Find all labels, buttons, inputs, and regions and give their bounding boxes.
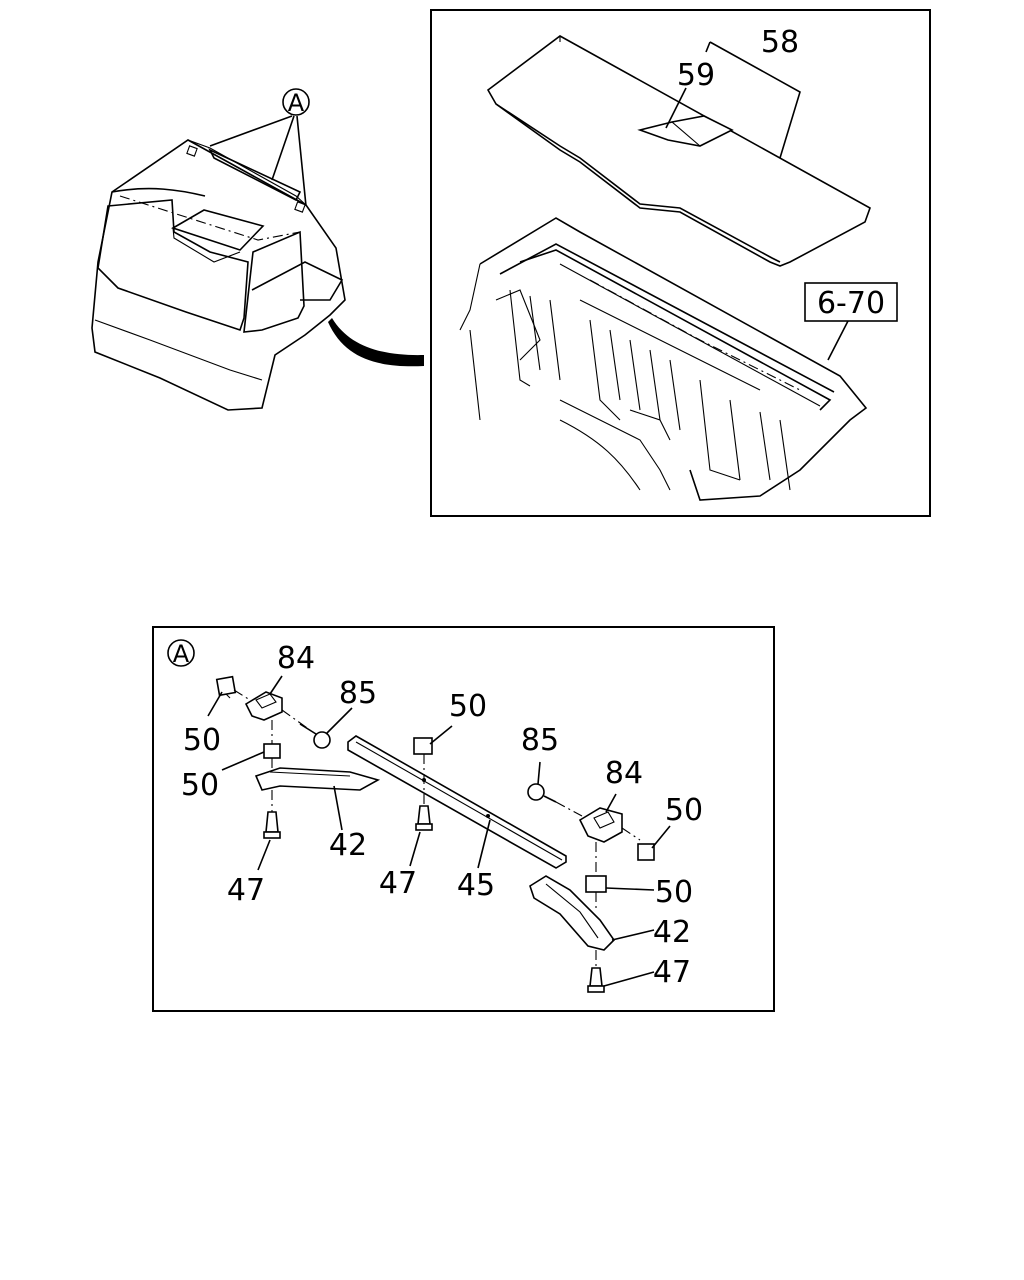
label-42-left: 42 xyxy=(329,828,367,863)
label-47-center: 47 xyxy=(379,866,417,901)
callout-a-label: A xyxy=(288,89,305,117)
screw-85-left xyxy=(299,723,331,749)
label-45: 45 xyxy=(457,868,495,903)
roof-frame-structure xyxy=(459,217,868,501)
label-84-right: 84 xyxy=(605,756,643,791)
label-50-right-side: 50 xyxy=(665,793,703,828)
label-50-mid-left: 50 xyxy=(181,768,219,803)
detail-a-marker: A xyxy=(173,640,190,668)
clip-50-right-lower xyxy=(585,875,607,893)
label-50-right-lower: 50 xyxy=(655,875,693,910)
support-42-left xyxy=(254,767,381,791)
label-58: 58 xyxy=(761,25,799,60)
detail-a-view: A xyxy=(152,626,775,1012)
label-85-left: 85 xyxy=(339,676,377,711)
label-85-right: 85 xyxy=(521,723,559,758)
label-50-center: 50 xyxy=(449,689,487,724)
clip-50-mid-left xyxy=(263,743,281,759)
roof-panel-view: 6-70 58 59 xyxy=(430,9,931,517)
screw-47-left xyxy=(265,811,279,833)
clip-50-top-left xyxy=(215,675,237,699)
label-47-right: 47 xyxy=(653,955,691,990)
label-50-top-left: 50 xyxy=(183,723,221,758)
detail-a-frame xyxy=(152,626,775,1012)
label-47-left: 47 xyxy=(227,873,265,908)
screw-47-right xyxy=(589,967,603,987)
label-59: 59 xyxy=(677,58,715,93)
screw-85-right xyxy=(527,783,583,817)
console-tray-58 xyxy=(486,35,871,267)
detail-a-circle xyxy=(167,639,195,667)
ref-box-6-70 xyxy=(804,282,898,322)
pointer-arrow xyxy=(328,318,424,367)
label-84-left: 84 xyxy=(277,641,315,676)
screw-47-center xyxy=(417,805,431,825)
callout-a-circle xyxy=(282,88,310,116)
label-42-right: 42 xyxy=(653,915,691,950)
cab-overview: A xyxy=(91,88,424,411)
bracket-84-right xyxy=(578,807,641,874)
roof-view-frame xyxy=(430,9,931,517)
leader-58 xyxy=(709,41,801,159)
clip-50-center xyxy=(413,737,433,755)
clip-50-right-side xyxy=(637,843,655,861)
leader-59 xyxy=(665,87,687,129)
ref-box-6-70-label: 6-70 xyxy=(817,286,885,321)
